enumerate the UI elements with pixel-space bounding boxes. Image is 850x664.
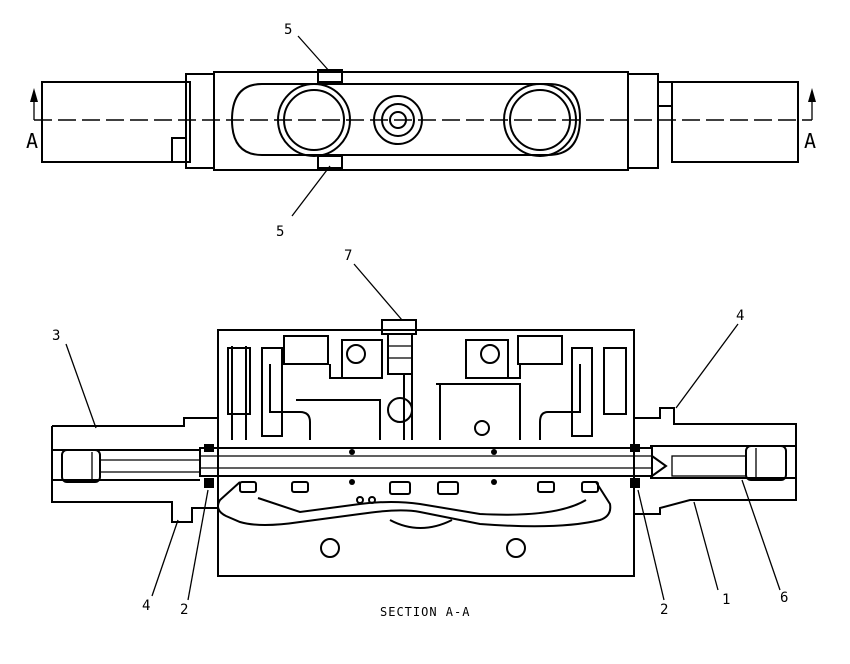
right-end-plug	[745, 445, 787, 481]
callout-5-bottom: 5	[276, 224, 284, 240]
right-extension	[671, 81, 799, 163]
callout-4-right: 4	[736, 308, 744, 324]
spool	[199, 447, 653, 477]
callout-4-left: 4	[142, 598, 150, 614]
section-marker-right: A	[804, 129, 816, 153]
callout-5-top: 5	[284, 22, 292, 38]
arrow-up-right-icon	[808, 88, 816, 102]
top-fitting	[381, 319, 417, 335]
callout-7: 7	[344, 248, 352, 264]
retainer-clip-top	[317, 69, 343, 83]
arrow-up-left-icon	[30, 88, 38, 102]
left-extension	[41, 81, 191, 163]
callout-3: 3	[52, 328, 60, 344]
callout-1: 1	[722, 592, 730, 608]
section-caption: SECTION A-A	[380, 605, 470, 619]
valve-body-section	[217, 329, 635, 577]
section-view: 3 7 4 4 2 2 1 6 SECTION A-A	[51, 248, 797, 619]
valve-body-top	[213, 71, 629, 171]
retainer-clip-bottom	[317, 155, 343, 169]
lower-passage	[217, 481, 612, 528]
left-housing	[51, 417, 218, 523]
left-end-plug	[61, 449, 101, 483]
seal-right	[630, 444, 640, 452]
top-view: A A 5 5	[26, 22, 816, 240]
right-housing	[634, 407, 797, 515]
seal-left	[204, 444, 214, 452]
callout-2-left: 2	[180, 602, 188, 618]
callout-6: 6	[780, 590, 788, 606]
section-marker-left: A	[26, 129, 38, 153]
callout-2-right: 2	[660, 602, 668, 618]
